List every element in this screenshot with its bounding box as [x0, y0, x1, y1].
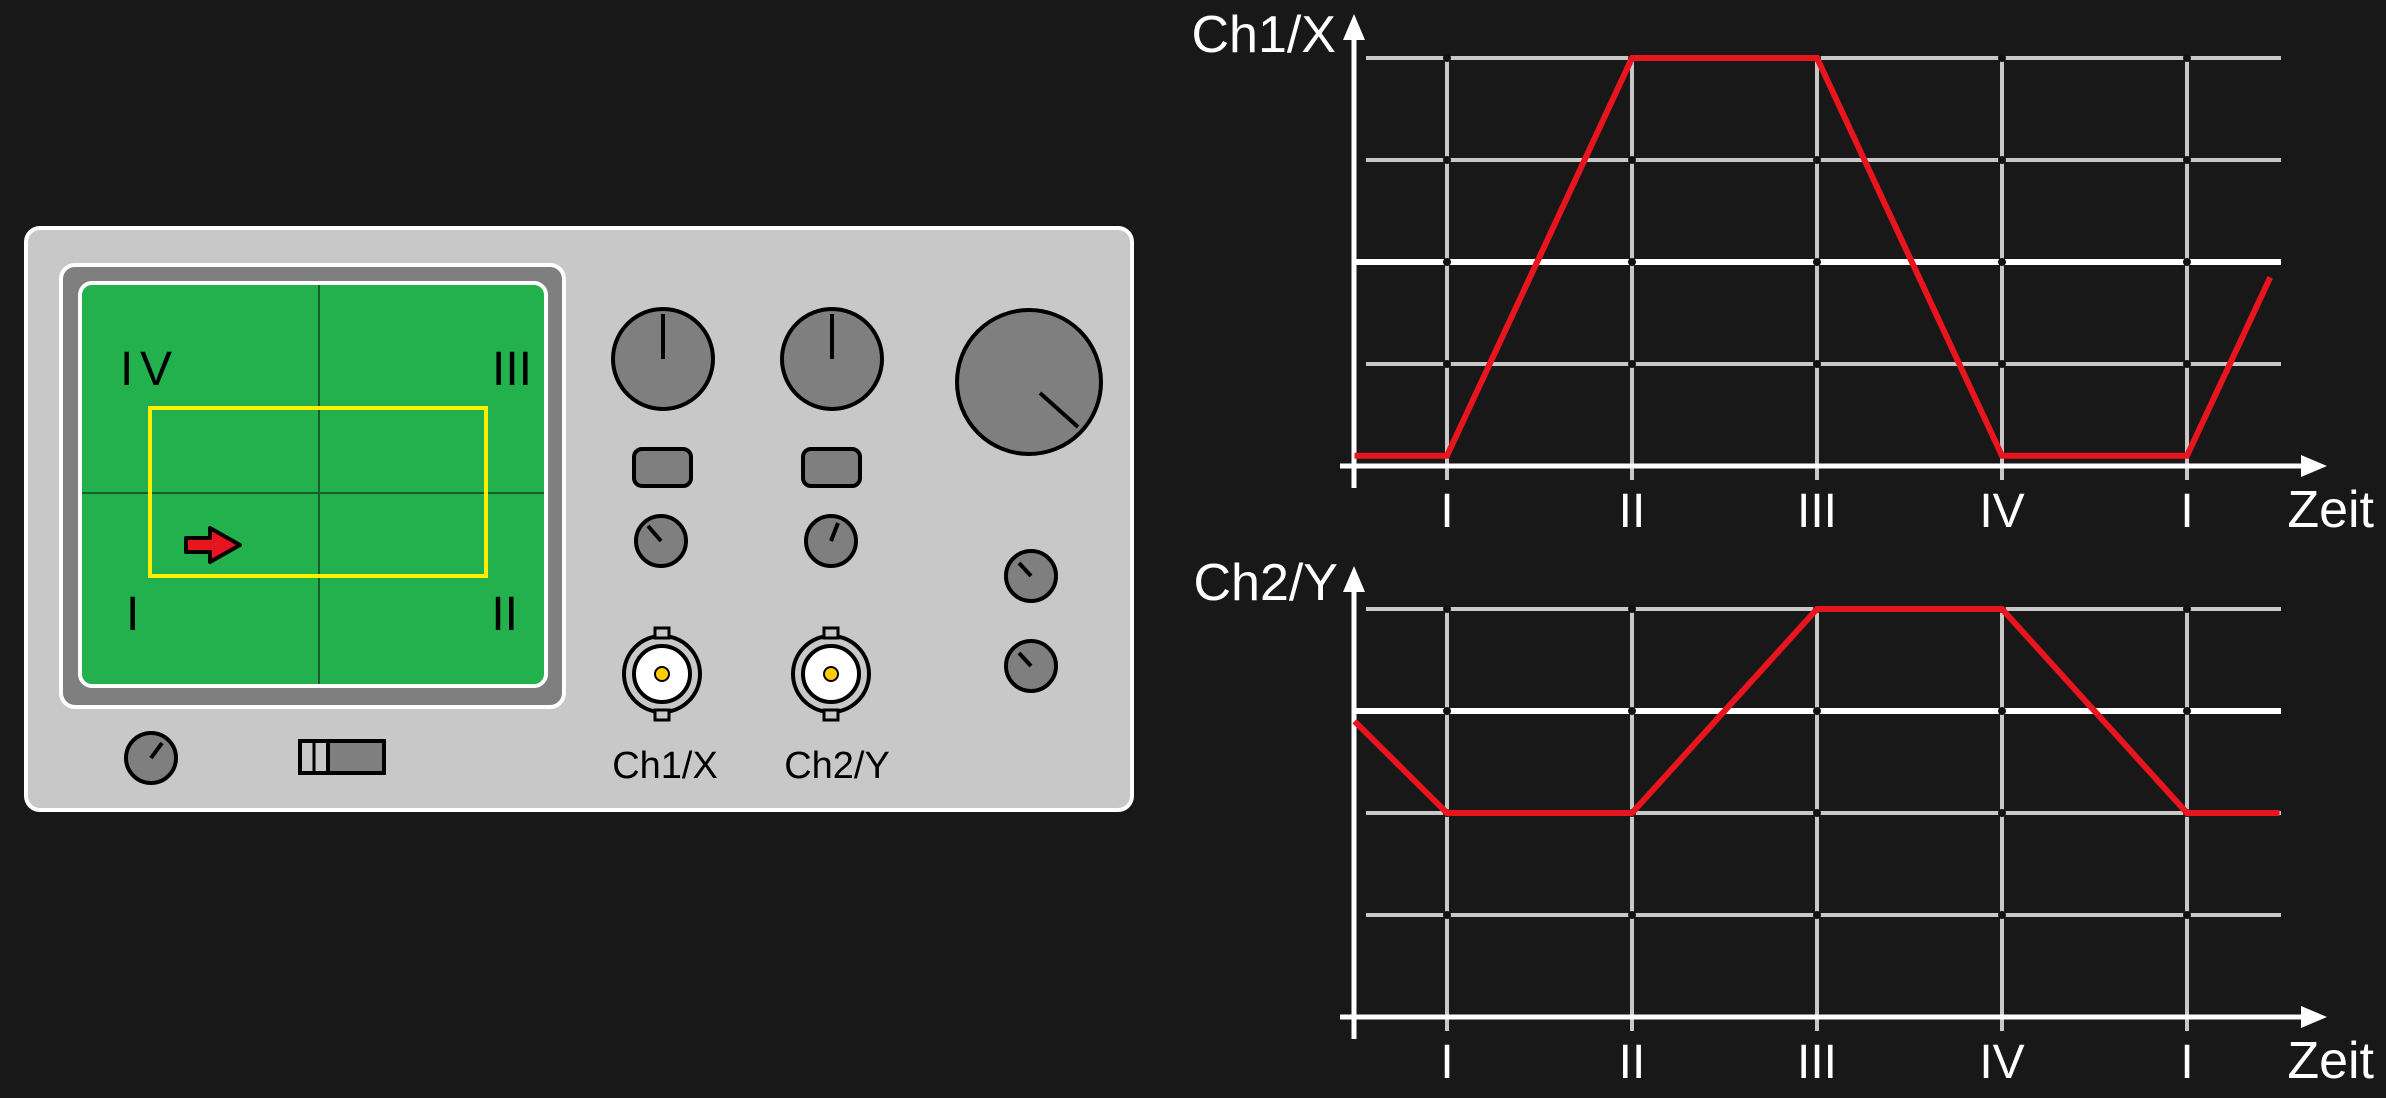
- ch2-position-knob-indicator: [829, 522, 840, 542]
- signal-trace: [1352, 606, 2280, 816]
- grid-node: [1813, 707, 1821, 715]
- y-axis-label: Ch2/Y: [1193, 554, 1338, 612]
- screen-corner-label-top-left: IV: [120, 343, 172, 396]
- grid-node: [2183, 360, 2191, 368]
- grid-node: [1628, 360, 1636, 368]
- grid-node: [1628, 258, 1636, 266]
- beam-arrow-icon: [184, 526, 242, 564]
- grid-node: [1628, 707, 1636, 715]
- ch2-bnc-lug-top: [822, 626, 840, 640]
- oscilloscope: IV III I II Ch1/X: [24, 226, 1134, 812]
- grid-node: [1443, 911, 1451, 919]
- timebase-knob-indicator: [1038, 391, 1080, 429]
- channel-1-controls: Ch1/X: [611, 307, 718, 787]
- x-tick-label: IV: [1979, 485, 2024, 538]
- x-axis-label: Zeit: [2287, 1032, 2374, 1090]
- grid-node: [1628, 911, 1636, 919]
- grid-node: [1813, 360, 1821, 368]
- x-tick-label: I: [2180, 1036, 2193, 1089]
- ch1-bnc-lug-top: [653, 626, 671, 640]
- screen-corner-label-bottom-right: II: [491, 588, 518, 641]
- y-axis-arrow-icon: [1343, 14, 1365, 40]
- x-axis-arrow-icon: [2301, 455, 2327, 477]
- grid-node: [2183, 258, 2191, 266]
- grid-node: [1443, 707, 1451, 715]
- x-tick-label: III: [1797, 485, 1837, 538]
- screen-corner-label-top-right: III: [492, 343, 532, 396]
- grid-node: [1998, 809, 2006, 817]
- intensity-knob-indicator: [149, 741, 164, 760]
- horizontal-position-knob-indicator: [1017, 651, 1033, 668]
- grid-node: [1998, 911, 2006, 919]
- ch1-coupling-switch[interactable]: [632, 447, 693, 488]
- channel-2-controls: Ch2/Y: [780, 307, 890, 787]
- grid-node: [1443, 258, 1451, 266]
- grid-node: [1628, 156, 1636, 164]
- grid-node: [1998, 360, 2006, 368]
- x-tick-label: III: [1797, 1036, 1837, 1089]
- ch1-bnc-pin: [654, 666, 670, 682]
- x-tick-label: IV: [1979, 1036, 2024, 1089]
- grid-node: [1443, 605, 1451, 613]
- x-tick-label: I: [2180, 485, 2193, 538]
- screen-corner-label-bottom-left: I: [126, 588, 139, 641]
- timebase-knob[interactable]: [955, 308, 1103, 456]
- timebase-controls: [955, 308, 1103, 693]
- trace-rectangle: [148, 406, 488, 578]
- x-tick-label: I: [1440, 1036, 1453, 1089]
- grid-node: [2183, 911, 2191, 919]
- x-axis-arrow-icon: [2301, 1006, 2327, 1028]
- ch2-bnc-lug-bottom: [822, 708, 840, 722]
- grid-node: [1998, 54, 2006, 62]
- y-axis-arrow-icon: [1343, 566, 1365, 592]
- grid-node: [1813, 911, 1821, 919]
- grid-node: [1998, 156, 2006, 164]
- ch2-coupling-switch[interactable]: [801, 447, 862, 488]
- grid-node: [1998, 707, 2006, 715]
- grid-node: [1998, 258, 2006, 266]
- grid-node: [1813, 258, 1821, 266]
- grid-node: [1443, 360, 1451, 368]
- ch1-bnc-lug-bottom: [653, 708, 671, 722]
- ch2-input-label: Ch2/Y: [784, 745, 890, 787]
- x-tick-label: II: [1619, 1036, 1646, 1089]
- grid-node: [1813, 156, 1821, 164]
- screen: [78, 281, 548, 688]
- grid-node: [2183, 54, 2191, 62]
- grid-node: [2183, 156, 2191, 164]
- x-axis-label: Zeit: [2287, 481, 2374, 539]
- grid-node: [2183, 707, 2191, 715]
- ch1-input-label: Ch1/X: [612, 745, 718, 787]
- ch2-bnc-pin: [823, 666, 839, 682]
- grid-node: [1813, 809, 1821, 817]
- grid-node: [1628, 605, 1636, 613]
- x-tick-label: II: [1619, 485, 1646, 538]
- grid-node: [1443, 156, 1451, 164]
- grid-node: [2183, 605, 2191, 613]
- power-switch[interactable]: [298, 739, 386, 775]
- ch1-position-knob-indicator: [646, 524, 663, 543]
- x-tick-label: I: [1440, 485, 1453, 538]
- trigger-level-knob-indicator: [1017, 561, 1033, 578]
- grid-node: [1443, 54, 1451, 62]
- signal-trace: [1354, 55, 2273, 459]
- y-axis-label: Ch1/X: [1191, 6, 1336, 64]
